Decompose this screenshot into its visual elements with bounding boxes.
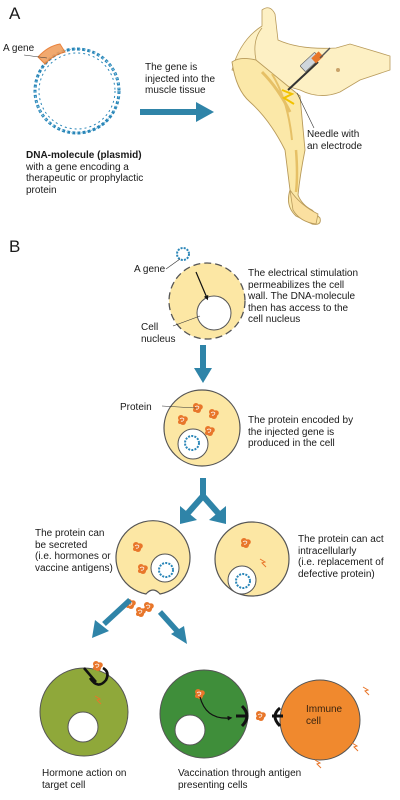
- plasmid-caption-line: DNA-molecule (plasmid): [26, 150, 142, 161]
- plasmid-caption-line: protein: [26, 184, 57, 196]
- small-plasmid: [176, 247, 190, 261]
- protein-text-line: The protein encoded by: [248, 415, 354, 426]
- immune-cell: [272, 679, 370, 769]
- intracellular-text-line: (i.e. replacement of: [298, 557, 384, 568]
- hormone-caption-line: target cell: [42, 779, 86, 791]
- secreted-text-line: vaccine antigens): [35, 562, 113, 574]
- down-arrow-1: [194, 345, 212, 383]
- cell-secreting: [115, 520, 191, 618]
- apc-cell: [159, 669, 249, 759]
- syringe-icon: [287, 47, 331, 91]
- cell-intracellular: [214, 521, 290, 597]
- injection-text-line: The gene is: [145, 62, 198, 73]
- vaccination-caption: Vaccination through antigen presenting c…: [178, 768, 301, 791]
- nucleus-label-line: Cell: [141, 322, 159, 333]
- secreted-text-line: The protein can: [35, 528, 105, 539]
- plasmid-caption: DNA-molecule (plasmid) with a gene encod…: [26, 150, 143, 196]
- intracellular-text-line: The protein can act: [298, 534, 384, 545]
- intracellular-text-line: defective protein): [298, 568, 375, 580]
- arrow-to-apc: [157, 610, 187, 644]
- intracellular-text-line: intracellularly: [298, 545, 357, 557]
- split-arrow: [180, 478, 226, 524]
- gene-label-b: A gene: [134, 264, 166, 275]
- protein-label: Protein: [120, 402, 152, 413]
- protein-text-line: produced in the cell: [248, 438, 335, 449]
- panel-label-a: A: [9, 4, 21, 23]
- plasmid-dna: [33, 47, 121, 135]
- arrow-to-target-cell: [92, 597, 132, 638]
- secreted-text-line: (i.e. hormones or: [35, 551, 111, 562]
- stimulation-text: The electrical stimulation permeabilizes…: [248, 268, 358, 326]
- gene-b-leader: [165, 258, 181, 270]
- secreted-text-line: be secreted: [35, 539, 88, 551]
- injection-arrow: [140, 102, 214, 122]
- stimulation-text-line: wall. The DNA-molecule: [248, 291, 356, 302]
- stimulation-text-line: then has access to the: [248, 302, 349, 314]
- needle-label: Needle with an electrode: [307, 129, 362, 152]
- cell-stimulated: [168, 262, 246, 340]
- nucleus-label-line: nucleus: [141, 333, 176, 345]
- gene-label-leader: [23, 54, 48, 59]
- hormone-caption: Hormone action on target cell: [42, 768, 127, 791]
- immune-label-line: Immune: [306, 704, 343, 715]
- needle-label-line: an electrode: [307, 140, 363, 152]
- nucleus-label-leader: [172, 315, 201, 327]
- hormone-caption-line: Hormone action on: [42, 768, 127, 779]
- injection-text: The gene is injected into the muscle tis…: [145, 62, 215, 97]
- injection-text-line: injected into the: [145, 73, 216, 85]
- gene-segment: [37, 43, 66, 65]
- needle-label-line: Needle with: [307, 129, 360, 140]
- stimulation-text-line: permeabilizes the cell: [248, 279, 345, 291]
- panel-label-b: B: [9, 237, 21, 256]
- electrical-spark-icon: [281, 89, 295, 105]
- immune-label-line: cell: [306, 715, 322, 727]
- vaccination-caption-line: presenting cells: [178, 779, 248, 791]
- protein-label-leader: [161, 405, 197, 409]
- injection-text-line: muscle tissue: [145, 85, 206, 96]
- needle-label-leader: [296, 92, 315, 129]
- intracellular-text: The protein can act intracellularly (i.e…: [298, 534, 384, 580]
- cell-producing: [163, 389, 241, 467]
- secreted-text: The protein can be secreted (i.e. hormon…: [35, 528, 113, 574]
- arm-illustration: [231, 7, 391, 225]
- nucleus-label: Cell nucleus: [141, 322, 175, 345]
- plasmid-caption-line: therapeutic or prophylactic: [26, 173, 144, 184]
- protein-text-line: the injected gene is: [248, 426, 335, 438]
- plasmid-caption-line: with a gene encoding a: [26, 161, 129, 173]
- stimulation-text-line: cell nucleus: [248, 314, 301, 325]
- stimulation-text-line: The electrical stimulation: [248, 268, 359, 279]
- vaccination-caption-line: Vaccination through antigen: [178, 768, 302, 779]
- target-cell: [39, 660, 129, 757]
- gene-label-a: A gene: [3, 43, 35, 54]
- protein-text: The protein encoded by the injected gene…: [248, 415, 353, 450]
- immune-label: Immune cell: [306, 704, 342, 727]
